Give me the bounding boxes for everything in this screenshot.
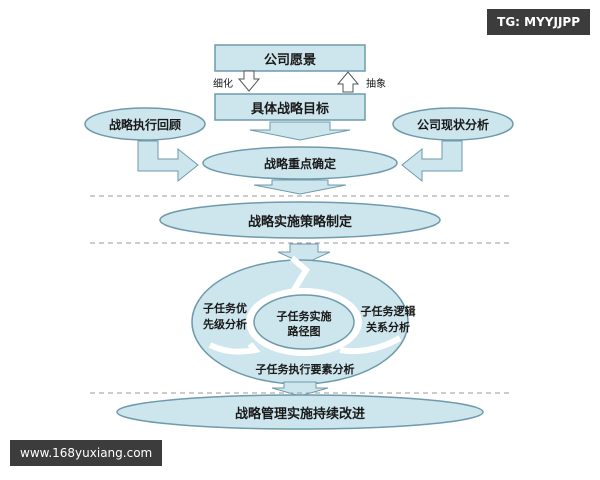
refine-label: 细化	[213, 79, 233, 90]
focus-label: 战略重点确定	[263, 157, 336, 171]
watermark-site: www.168yuxiang.com	[10, 440, 163, 466]
refine-down-arrow	[237, 70, 261, 92]
goals-down-arrow	[249, 121, 351, 141]
roadmap-label-line2: 路径图	[287, 325, 321, 338]
elements-label: 子任务执行要素分析	[255, 363, 355, 376]
improve-label: 战略管理实施持续改进	[234, 407, 365, 422]
priority-label-line2: 先级分析	[203, 318, 247, 331]
analysis-label: 公司现状分析	[416, 118, 489, 132]
vision-box	[214, 44, 366, 72]
strategy-label: 战略实施策略制定	[247, 215, 352, 230]
review-ellipse	[84, 107, 206, 141]
logic-label-line2: 关系分析	[366, 321, 410, 334]
abstract-label: 抽象	[366, 79, 386, 90]
improve-ellipse	[116, 394, 484, 430]
review-label: 战略执行回顾	[108, 118, 181, 132]
abstract-up-arrow	[336, 71, 360, 93]
focus-down-arrow	[253, 179, 347, 195]
review-bend-arrow	[137, 140, 199, 183]
cycle-gap-right	[339, 335, 402, 355]
vision-label: 公司愿景	[263, 53, 316, 68]
focus-ellipse	[202, 146, 398, 180]
cycle-entry-arrow	[277, 243, 331, 265]
cycle-inner	[253, 294, 355, 350]
specific-goals-label: 具体战略目标	[250, 102, 329, 117]
priority-label-line1: 子任务优	[203, 302, 247, 315]
logic-label-line1: 子任务逻辑	[360, 305, 416, 318]
specific-goals-box	[214, 93, 366, 121]
roadmap-label-line1: 子任务实施	[276, 310, 332, 323]
strategy-ellipse	[159, 201, 441, 239]
analysis-bend-arrow	[401, 140, 463, 183]
cycle-gap-left	[208, 342, 261, 355]
watermark-tag: TG: MYYJJPP	[487, 9, 590, 35]
analysis-ellipse	[392, 107, 514, 141]
improve-down-arrow	[271, 381, 329, 397]
